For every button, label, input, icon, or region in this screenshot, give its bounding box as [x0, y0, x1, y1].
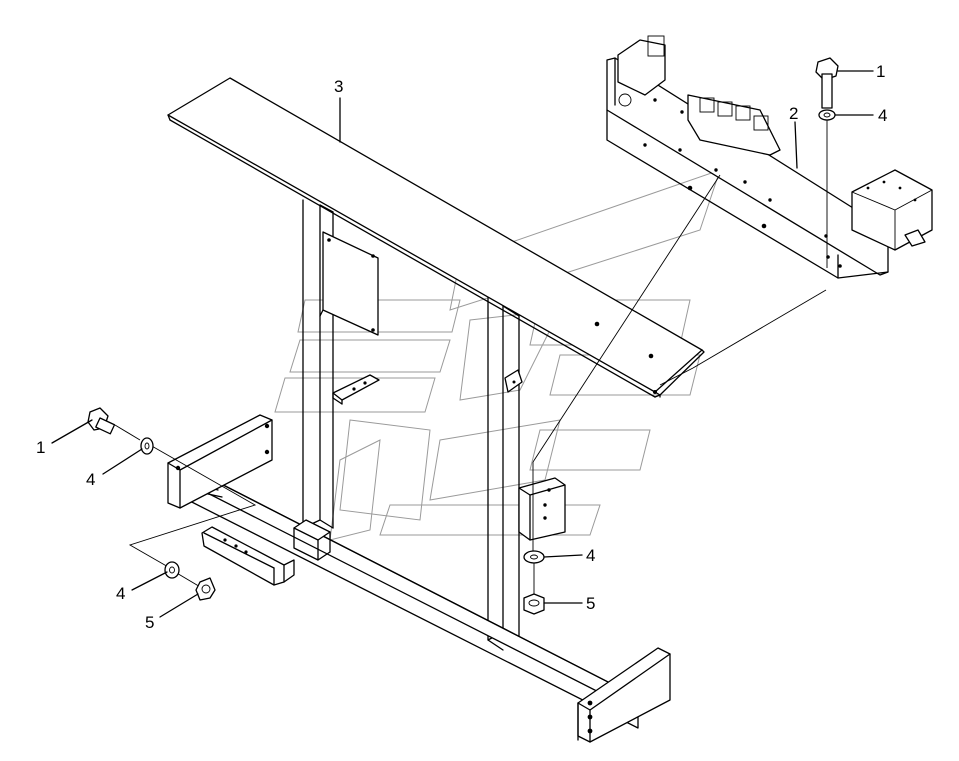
- callout-labels: 1 4 2 3 1 4 4 5 4 5: [36, 62, 887, 632]
- assembly-lines: [114, 110, 828, 603]
- callout-2: 2: [789, 104, 798, 123]
- bolt-top: [815, 57, 839, 109]
- callout-4-left: 4: [86, 470, 95, 489]
- post-foot: [293, 519, 331, 561]
- nut-right: [523, 593, 545, 615]
- bolt-left: [87, 407, 116, 435]
- callout-3: 3: [334, 77, 343, 96]
- callout-1-top: 1: [876, 62, 885, 81]
- callout-5-lower: 5: [145, 613, 154, 632]
- valve-block-top: [617, 35, 781, 156]
- top-plate: [167, 77, 705, 398]
- washer-left: [140, 437, 154, 455]
- right-post: [487, 297, 523, 651]
- left-post: [302, 199, 379, 529]
- right-bracket: [518, 477, 566, 541]
- bottom-beam: [167, 414, 671, 743]
- lower-clamp: [201, 526, 295, 586]
- small-bracket-middle: [332, 374, 380, 405]
- washer-right: [523, 550, 545, 564]
- callout-4-right: 4: [586, 546, 595, 565]
- callout-5-right: 5: [586, 594, 595, 613]
- nut-lower: [195, 577, 216, 601]
- leader-lines: [51, 70, 874, 618]
- washer-top: [818, 109, 836, 121]
- valve-block-right: [851, 169, 933, 251]
- callout-4-lower: 4: [116, 584, 125, 603]
- callout-1-left: 1: [36, 438, 45, 457]
- washer-lower: [164, 561, 180, 579]
- callout-4-top: 4: [878, 106, 887, 125]
